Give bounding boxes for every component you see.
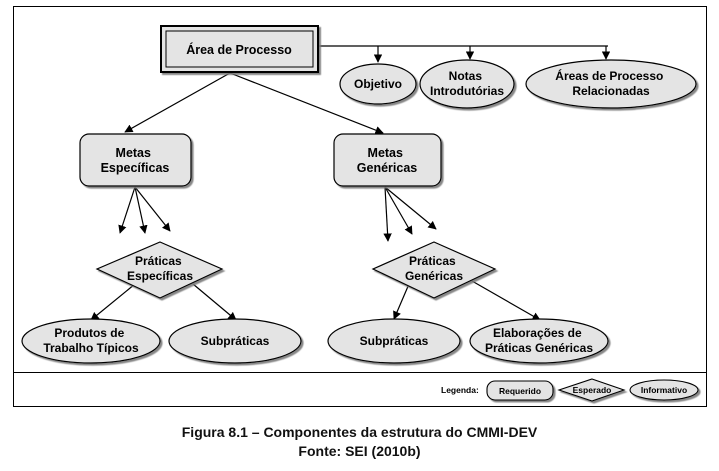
arrow-to-subpraticas-dir bbox=[393, 283, 410, 320]
label-praticas-especificas: Práticas Específicas bbox=[127, 254, 193, 283]
arrow-to-produtos bbox=[90, 283, 136, 321]
arrow-me-praticas-2 bbox=[134, 186, 148, 234]
node-praticas-genericas: Práticas Genéricas bbox=[371, 241, 497, 299]
legend-requerido-label: Requerido bbox=[499, 386, 541, 396]
arrow-mg-praticas-2 bbox=[384, 186, 413, 235]
figure-source: Fonte: SEI (2010b) bbox=[298, 443, 421, 459]
label-elaboracoes: Elaborações de Práticas Genéricas bbox=[485, 326, 593, 355]
legend: Legenda: Requerido Esperado Informativo bbox=[441, 378, 699, 402]
diagram-frame bbox=[13, 6, 707, 407]
arrow-mg-praticas-1 bbox=[383, 186, 392, 242]
label-area-processo: Área de Processo bbox=[186, 42, 292, 57]
legend-esperado-label: Esperado bbox=[573, 385, 612, 395]
arrow-mg-praticas-3 bbox=[384, 186, 437, 230]
legend-informativo-label: Informativo bbox=[641, 385, 687, 395]
label-metas-especificas: Metas Específicas bbox=[101, 146, 170, 175]
connectors bbox=[90, 45, 611, 321]
legend-esperado: Esperado bbox=[557, 378, 626, 402]
node-praticas-especificas: Práticas Específicas bbox=[95, 241, 224, 299]
legend-requerido: Requerido bbox=[486, 380, 554, 401]
node-subpraticas-direita: Subpráticas bbox=[327, 318, 461, 364]
label-objetivo: Objetivo bbox=[354, 77, 402, 91]
node-notas-introdutorias: Notas Introdutórias bbox=[419, 59, 515, 109]
arrow-me-praticas-3 bbox=[134, 186, 171, 232]
arrow-to-metas-genericas bbox=[229, 72, 384, 135]
label-notas-introdutorias: Notas Introdutórias bbox=[430, 69, 504, 98]
arrow-to-elaboracoes bbox=[471, 280, 541, 321]
arrow-to-subpraticas-esq bbox=[192, 283, 237, 321]
node-elaboracoes: Elaborações de Práticas Genéricas bbox=[469, 318, 609, 364]
arrow-to-metas-especificas bbox=[124, 72, 231, 133]
label-subpraticas-esquerda: Subpráticas bbox=[201, 334, 270, 348]
label-metas-genericas: Metas Genéricas bbox=[357, 146, 418, 175]
legend-informativo: Informativo bbox=[629, 379, 699, 401]
arrow-me-praticas-1 bbox=[118, 186, 136, 234]
label-praticas-genericas: Práticas Genéricas bbox=[405, 254, 463, 283]
label-subpraticas-direita: Subpráticas bbox=[360, 334, 429, 348]
node-objetivo: Objetivo bbox=[339, 63, 417, 105]
legend-title: Legenda: bbox=[441, 385, 479, 395]
node-area-processo: Área de Processo bbox=[160, 25, 319, 73]
node-subpraticas-esquerda: Subpráticas bbox=[168, 318, 302, 364]
label-produtos-trabalho: Produtos de Trabalho Típicos bbox=[43, 326, 139, 355]
node-areas-relacionadas: Áreas de Processo Relacionadas bbox=[525, 59, 697, 109]
node-metas-especificas: Metas Específicas bbox=[79, 133, 192, 187]
node-produtos-trabalho: Produtos de Trabalho Típicos bbox=[21, 318, 161, 364]
label-areas-relacionadas: Áreas de Processo Relacionadas bbox=[555, 68, 666, 98]
figure-caption: Figura 8.1 – Componentes da estrutura do… bbox=[181, 424, 538, 440]
node-metas-genericas: Metas Genéricas bbox=[333, 133, 442, 187]
